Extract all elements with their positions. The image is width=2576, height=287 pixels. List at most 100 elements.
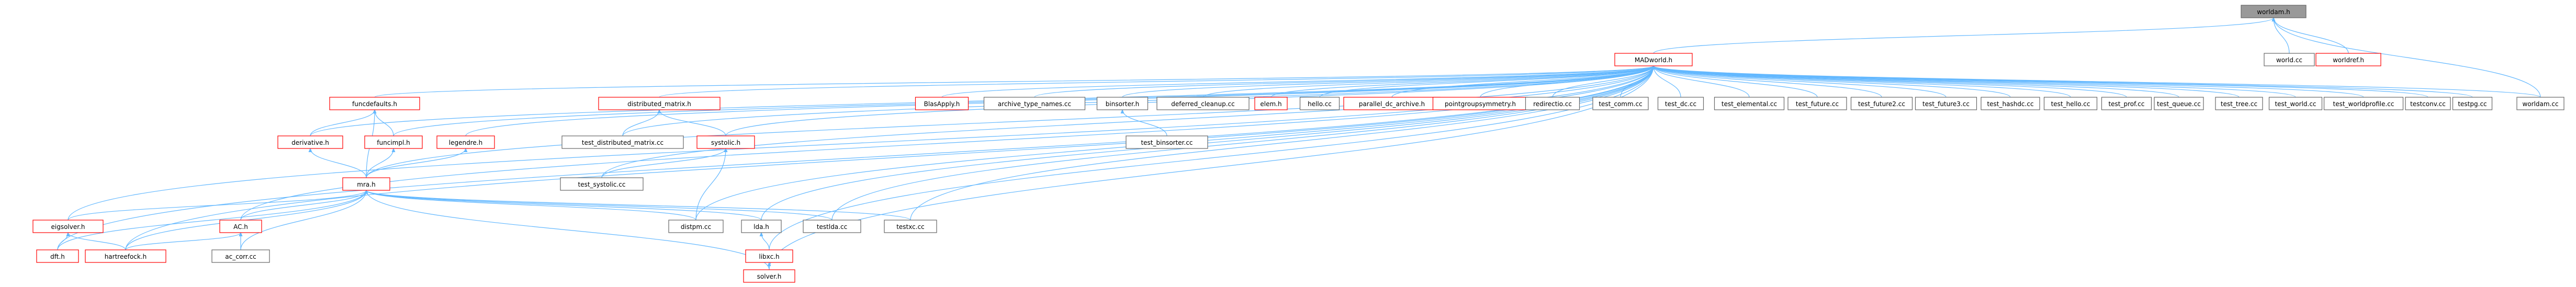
node-box	[915, 97, 969, 110]
graph-node-archive-type-names-cc[interactable]: archive_type_names.cc	[983, 97, 1086, 110]
graph-node-test-queue-cc[interactable]: test_queue.cc	[2154, 97, 2204, 110]
edge-arrowhead	[1651, 65, 1656, 70]
graph-node-binsorter-h[interactable]: binsorter.h	[1096, 97, 1149, 110]
graph-node-test-elemental-cc[interactable]: test_elemental.cc	[1714, 97, 1785, 110]
node-label: test_hello.cc	[2051, 100, 2090, 108]
edge-mra-h-to-legendre-h	[366, 148, 466, 178]
graph-node-ac-corr-cc[interactable]: ac_corr.cc	[211, 249, 270, 263]
node-label: eigsolver.h	[51, 223, 85, 231]
graph-node-funcimpl-h[interactable]: funcimpl.h	[364, 135, 423, 149]
graph-node-legendre-h[interactable]: legendre.h	[436, 135, 495, 149]
edge-test-dc-cc-to-MADworld-h	[1653, 65, 1681, 98]
graph-node-lda-h[interactable]: lda.h	[741, 220, 782, 233]
edge-dft-h-to-eigsolver-h	[57, 232, 69, 250]
graph-node-test-systolic-cc[interactable]: test_systolic.cc	[560, 177, 644, 191]
edge-test-future-cc-to-MADworld-h	[1653, 65, 1818, 98]
node-label: test_elemental.cc	[1722, 100, 1777, 108]
graph-node-distributed-matrix-h[interactable]: distributed_matrix.h	[598, 97, 721, 110]
graph-node-worldam-cc[interactable]: worldam.cc	[2516, 97, 2564, 110]
graph-node-test-comm-cc[interactable]: test_comm.cc	[1592, 97, 1649, 110]
graph-node-BlasApply-h[interactable]: BlasApply.h	[915, 97, 969, 110]
graph-node-worldam-h[interactable]: worldam.h	[2241, 5, 2307, 18]
graph-node-testpg-cc[interactable]: testpg.cc	[2452, 97, 2493, 110]
edge-testxc-cc-to-mra-h	[366, 190, 911, 221]
edge-test-worldprofile-cc-to-MADworld-h	[1653, 65, 2364, 98]
edge-arrowhead	[1120, 109, 1124, 113]
node-box	[2268, 97, 2323, 110]
edge-test-hashdc-cc-to-MADworld-h	[1653, 65, 2011, 98]
graph-node-worldref-h[interactable]: worldref.h	[2315, 53, 2381, 66]
graph-node-test-future-cc[interactable]: test_future.cc	[1787, 97, 1847, 110]
graph-node-derivative-h[interactable]: derivative.h	[277, 135, 343, 149]
graph-node-dft-h[interactable]: dft.h	[36, 249, 79, 263]
graph-node-test-hello-cc[interactable]: test_hello.cc	[2043, 97, 2098, 110]
edge-archive-type-names-cc-to-MADworld-h	[1034, 65, 1654, 98]
graph-node-redirectio-cc[interactable]: redirectio.cc	[1525, 97, 1580, 110]
node-label: test_hashdc.cc	[1987, 100, 2033, 108]
graph-node-hartreefock-h[interactable]: hartreefock.h	[85, 249, 166, 263]
node-label: distpm.cc	[681, 223, 711, 231]
node-label: test_future.cc	[1796, 100, 1839, 108]
graph-node-hello-cc[interactable]: hello.cc	[1299, 97, 1340, 110]
node-box	[2264, 53, 2315, 66]
node-label: test_dc.cc	[1665, 100, 1696, 108]
node-box	[436, 135, 495, 149]
node-box	[1254, 97, 1288, 110]
graph-node-systolic-h[interactable]: systolic.h	[696, 135, 755, 149]
node-box	[1525, 97, 1580, 110]
graph-node-test-world-cc[interactable]: test_world.cc	[2268, 97, 2323, 110]
node-label: binsorter.h	[1106, 100, 1139, 108]
edge-funcdefaults-h-to-MADworld-h	[374, 65, 1654, 98]
edge-arrowhead	[239, 232, 243, 236]
node-label: systolic.h	[711, 139, 740, 146]
edge-worldref-h-to-worldam-h	[2273, 17, 2349, 54]
node-box	[1614, 53, 1693, 66]
graph-node-test-hashdc-cc[interactable]: test_hashdc.cc	[1981, 97, 2040, 110]
edge-eigsolver-h-to-mra-h	[68, 190, 367, 221]
graph-node-libxc-h[interactable]: libxc.h	[745, 249, 793, 263]
graph-node-testlda-cc[interactable]: testlda.cc	[803, 220, 861, 233]
graph-node-test-future3-cc[interactable]: test_future3.cc	[1915, 97, 1977, 110]
edge-arrowhead	[364, 189, 368, 194]
edge-testpg-cc-to-MADworld-h	[1653, 65, 2473, 98]
graph-node-test-distributed-matrix-cc[interactable]: test_distributed_matrix.cc	[561, 135, 684, 149]
graph-node-mra-h[interactable]: mra.h	[342, 177, 390, 191]
node-box	[2101, 97, 2152, 110]
edge-test-future2-cc-to-MADworld-h	[1653, 65, 1882, 98]
graph-node-test-tree-cc[interactable]: test_tree.cc	[2215, 97, 2263, 110]
edge-mra-h-to-MADworld-h	[366, 65, 1654, 178]
graph-node-AC-h[interactable]: AC.h	[219, 220, 262, 233]
graph-node-test-binsorter-cc[interactable]: test_binsorter.cc	[1126, 135, 1208, 149]
edge-mra-h-to-derivative-h	[310, 148, 367, 178]
node-box	[1299, 97, 1340, 110]
node-box	[1981, 97, 2040, 110]
edge-arrowhead	[66, 232, 70, 236]
node-box	[1096, 97, 1149, 110]
graph-node-testxc-cc[interactable]: testxc.cc	[884, 220, 937, 233]
graph-node-solver-h[interactable]: solver.h	[743, 269, 795, 283]
edge-derivative-h-to-funcdefaults-h	[310, 109, 375, 136]
graph-node-deferred-cleanup-cc[interactable]: deferred_cleanup.cc	[1156, 97, 1250, 110]
edge-distributed-matrix-h-to-MADworld-h	[659, 65, 1654, 98]
node-label: derivative.h	[291, 139, 329, 146]
graph-node-test-dc-cc[interactable]: test_dc.cc	[1657, 97, 1704, 110]
graph-node-distpm-cc[interactable]: distpm.cc	[668, 220, 724, 233]
edge-testlda-cc-to-mra-h	[366, 190, 833, 221]
graph-node-test-prof-cc[interactable]: test_prof.cc	[2101, 97, 2152, 110]
graph-node-world-cc[interactable]: world.cc	[2264, 53, 2315, 66]
edge-dft-h-to-mra-h	[57, 190, 367, 250]
graph-node-parallel-dc-archive-h[interactable]: parallel_dc_archive.h	[1343, 97, 1441, 110]
graph-node-testconv-cc[interactable]: testconv.cc	[2405, 97, 2451, 110]
graph-node-test-future2-cc[interactable]: test_future2.cc	[1850, 97, 1913, 110]
graph-node-eigsolver-h[interactable]: eigsolver.h	[32, 220, 104, 233]
edge-mra-h-to-funcimpl-h	[366, 148, 394, 178]
graph-node-pointgroupsymmetry-h[interactable]: pointgroupsymmetry.h	[1432, 97, 1528, 110]
node-label: funcimpl.h	[377, 139, 410, 146]
node-label: archive_type_names.cc	[998, 100, 1071, 108]
graph-node-funcdefaults-h[interactable]: funcdefaults.h	[329, 97, 420, 110]
graph-node-elem-h[interactable]: elem.h	[1254, 97, 1288, 110]
graph-node-test-worldprofile-cc[interactable]: test_worldprofile.cc	[2323, 97, 2404, 110]
graph-node-MADworld-h[interactable]: MADworld.h	[1614, 53, 1693, 66]
node-box	[329, 97, 420, 110]
